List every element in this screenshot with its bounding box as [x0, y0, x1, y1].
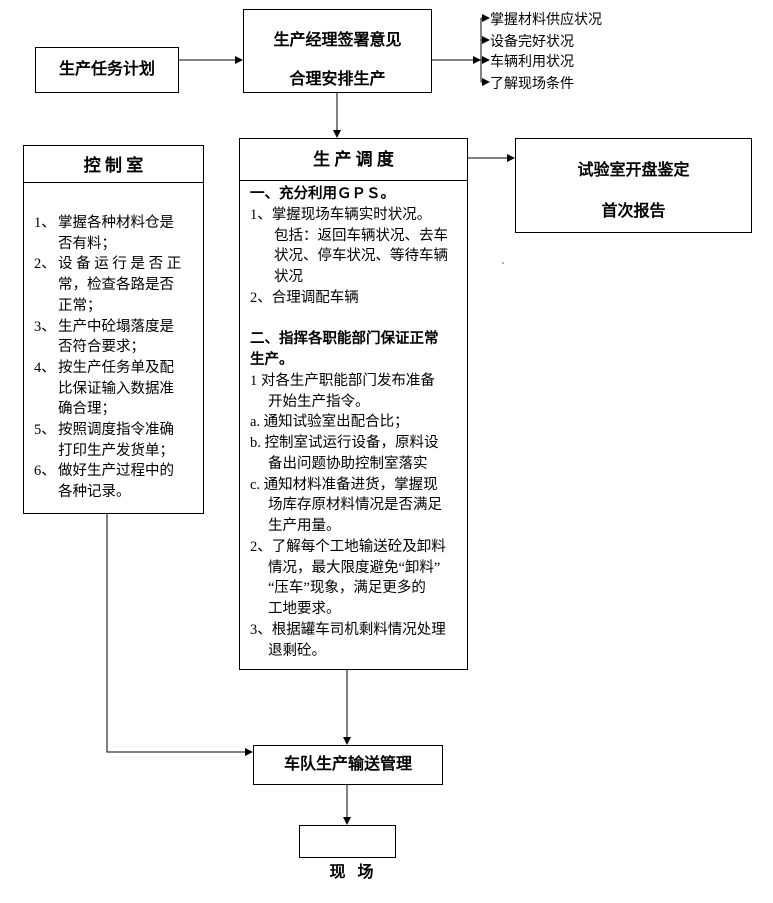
dispatch-line: 情况，最大限度避免“卸料” [268, 559, 441, 576]
dispatch-line: 状况、停车状况、等待车辆 [274, 248, 448, 265]
manager-box: 生产经理签署意见 合理安排生产 [243, 9, 432, 93]
fleet-box: 车队生产输送管理 [253, 745, 443, 785]
control-item-number: 5、 [34, 422, 56, 438]
dispatch-line: 3、根据罐车司机剩料情况处理 [250, 621, 446, 638]
production-plan-box: 生产任务计划 [35, 47, 179, 93]
task-item: 车辆利用状况 [490, 55, 574, 70]
dispatch-title: 生 产 调 度 [240, 139, 467, 181]
task-item: 了解现场条件 [490, 77, 574, 92]
control-item-text: 否有料； [58, 235, 116, 252]
control-item-text: 各种记录。 [58, 484, 131, 501]
lab-line1: 试验室开盘鉴定 [577, 162, 690, 179]
control-room-box: 控 制 室 1、掌握各种材料仓是否有料；2、设 备 运 行 是 否 正常，检查各… [23, 145, 204, 514]
dispatch-line: 开始生产指令。 [268, 393, 370, 410]
dispatch-line: 状况 [274, 269, 303, 285]
production-plan-label: 生产任务计划 [58, 61, 155, 78]
task-item: 设备完好状况 [490, 35, 574, 50]
dispatch-line: 备出问题协助控制室落实 [268, 455, 428, 472]
dispatch-line: a. 通知试验室出配合比； [250, 414, 409, 431]
control-item-text: 打印生产发货单； [58, 442, 174, 459]
dispatch-heading: 一、充分利用ＧＰＳ。 [250, 186, 395, 202]
control-item-text: 设 备 运 行 是 否 正 [58, 256, 182, 273]
dispatch-line: “压车”现象，满足更多的 [268, 580, 426, 597]
lab-box: 试验室开盘鉴定 首次报告 [515, 138, 752, 233]
site-box: 现 场 [299, 825, 396, 881]
dispatch-line: 生产用量。 [268, 518, 341, 534]
dispatch-line: 退剩砼。 [268, 642, 326, 659]
control-item-text: 确合理； [58, 401, 116, 418]
line-control-to-fleet [106, 513, 253, 756]
control-room-title: 控 制 室 [24, 146, 203, 183]
control-item-number: 4、 [34, 359, 56, 376]
dispatch-line: 场库存原材料情况是否满足 [268, 497, 442, 514]
dispatch-line: 工地要求。 [268, 601, 341, 617]
manager-line1: 生产经理签署意见 [273, 32, 402, 49]
dispatch-heading: 二、指挥各职能部门保证正常 [250, 331, 439, 348]
fleet-label: 车队生产输送管理 [283, 756, 412, 773]
dispatch-line: 1 对各生产职能部门发布准备 [250, 372, 435, 389]
dispatch-heading: 生产。 [250, 352, 294, 368]
control-item-text: 常，检查各路是否 [58, 277, 174, 294]
control-item-number: 2、 [34, 256, 56, 273]
control-item-text: 做好生产过程中的 [58, 463, 174, 480]
control-item-text: 比保证输入数据准 [58, 380, 174, 397]
dispatch-line: 2、了解每个工地输送砼及卸料 [250, 538, 446, 555]
control-item-text: 按照调度指令准确 [58, 422, 174, 438]
control-item-number: 6、 [34, 463, 56, 480]
lab-line2: 首次报告 [601, 203, 666, 220]
control-item-number: 1、 [34, 215, 56, 231]
control-item-number: 3、 [34, 318, 56, 335]
control-item-text: 按生产任务单及配 [58, 359, 174, 376]
manager-line2: 合理安排生产 [289, 71, 386, 88]
dispatch-line: 包括：返回车辆状况、去车 [274, 227, 448, 244]
dispatch-box: 生 产 调 度 一、充分利用ＧＰＳ。 1、掌握现场车辆实时状况。包括：返回车辆状况… [239, 138, 468, 670]
dispatch-line: 2、合理调配车辆 [250, 289, 359, 306]
dispatch-line: b. 控制室试运行设备，原料设 [250, 435, 439, 451]
control-item-text: 生产中砼塌落度是 [58, 318, 174, 335]
dispatch-line: 1、掌握现场车辆实时状况。 [250, 206, 432, 223]
dispatch-line: c. 通知材料准备进货，掌握现 [250, 476, 438, 493]
control-item-text: 掌握各种材料仓是 [58, 215, 174, 231]
site-label: 现 场 [329, 864, 374, 881]
control-item-text: 正常； [58, 297, 102, 314]
task-item: 掌握材料供应状况 [490, 13, 602, 28]
control-item-text: 否符合要求； [58, 339, 145, 356]
